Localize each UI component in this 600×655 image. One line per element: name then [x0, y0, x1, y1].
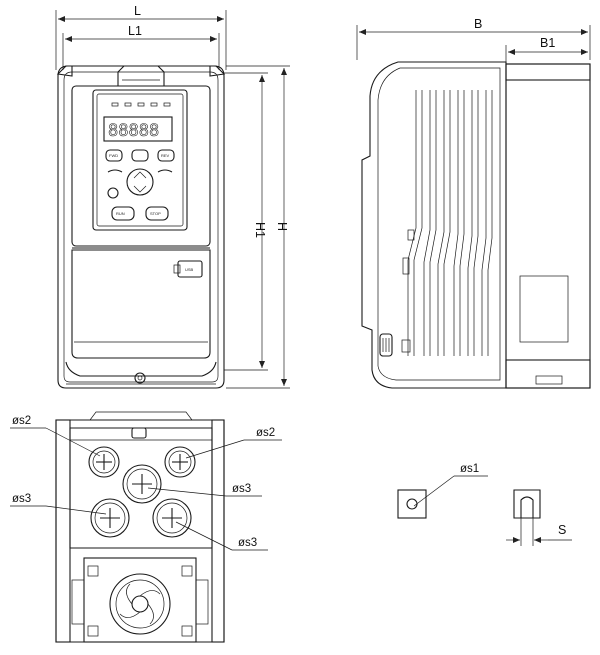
usb-port [177, 260, 203, 278]
control-knob[interactable] [126, 168, 154, 196]
label-os3-right-bottom: øs3 [238, 537, 257, 549]
hole-os3-right [152, 498, 192, 538]
dim-L-label: L [134, 4, 141, 18]
cable-holes [88, 446, 196, 538]
fan-icon [109, 573, 171, 635]
svg-text:USB: USB [185, 267, 194, 272]
bottom-view [55, 411, 225, 643]
hole-os3-left [90, 498, 130, 538]
label-os2-left: øs2 [12, 415, 31, 427]
dim-B-label: B [474, 17, 482, 31]
mount-hole-plate [397, 489, 427, 519]
fwd-button[interactable] [105, 149, 123, 162]
detail-os1: øs1 [397, 463, 488, 519]
keypad-panel [92, 89, 188, 231]
front-view: L L1 88888 FWD [55, 4, 227, 389]
led-display [103, 116, 173, 142]
label-os3-right-top: øs3 [232, 483, 251, 495]
fan-housing [83, 557, 197, 643]
svg-text:REV: REV [161, 153, 170, 158]
side-vents [407, 90, 493, 356]
bottom-screw-icon [134, 372, 146, 384]
dim-height: H1 H [224, 65, 290, 389]
lower-cover [71, 249, 211, 359]
label-os2-right: øs2 [256, 427, 275, 439]
svg-text:FWD: FWD [109, 153, 118, 158]
display-digits: 88888 [108, 121, 159, 141]
side-heatsink [505, 63, 591, 389]
bottom-body-outline [55, 419, 225, 643]
front-body-outline [57, 65, 225, 389]
hole-os2-left [88, 446, 120, 478]
side-label-plate [519, 275, 569, 343]
run-button[interactable] [111, 206, 135, 221]
dim-H1-label: H1 [253, 222, 267, 238]
svg-text:STOP: STOP [150, 211, 161, 216]
dim-B1-label: B1 [540, 36, 555, 50]
stop-button[interactable] [145, 206, 169, 221]
hole-os2-right [164, 446, 196, 478]
dim-H-label: H [275, 222, 289, 231]
top-handle [117, 65, 165, 87]
rev-button[interactable] [157, 149, 175, 162]
dim-L1-label: L1 [128, 24, 142, 38]
dim-S-label: S [558, 523, 566, 537]
side-view: B B1 [356, 17, 591, 389]
label-os3-left: øs3 [12, 493, 31, 505]
status-leds [111, 102, 171, 107]
func-button[interactable] [131, 149, 149, 162]
left-knob-button[interactable] [107, 187, 119, 199]
svg-text:RUN: RUN [116, 211, 125, 216]
mount-hole-icon [406, 498, 418, 510]
hole-labels: øs2 øs2 øs3 øs3 øs3 [10, 415, 282, 551]
side-body-outline [361, 61, 507, 389]
detail-slot: S [506, 489, 572, 546]
label-os1: øs1 [460, 463, 479, 475]
hole-os3-center [122, 464, 162, 504]
